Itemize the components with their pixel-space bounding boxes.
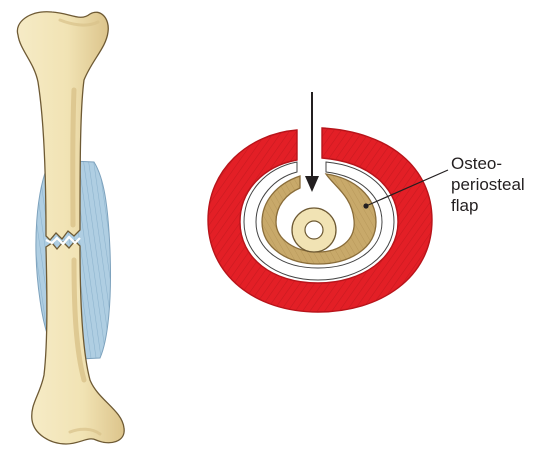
medullary-canal: [305, 221, 323, 239]
label-line-3: flap: [451, 195, 551, 216]
osteoperiosteal-flap-label: Osteo- periosteal flap: [451, 153, 551, 216]
long-bone-illustration: [17, 12, 124, 444]
label-line-2: periosteal: [451, 174, 551, 195]
approach-arrow-head: [305, 176, 319, 192]
label-leader-dot: [363, 203, 368, 208]
label-line-1: Osteo-: [451, 153, 551, 174]
cross-section-illustration: [208, 92, 448, 312]
bone-shading: [73, 90, 74, 225]
